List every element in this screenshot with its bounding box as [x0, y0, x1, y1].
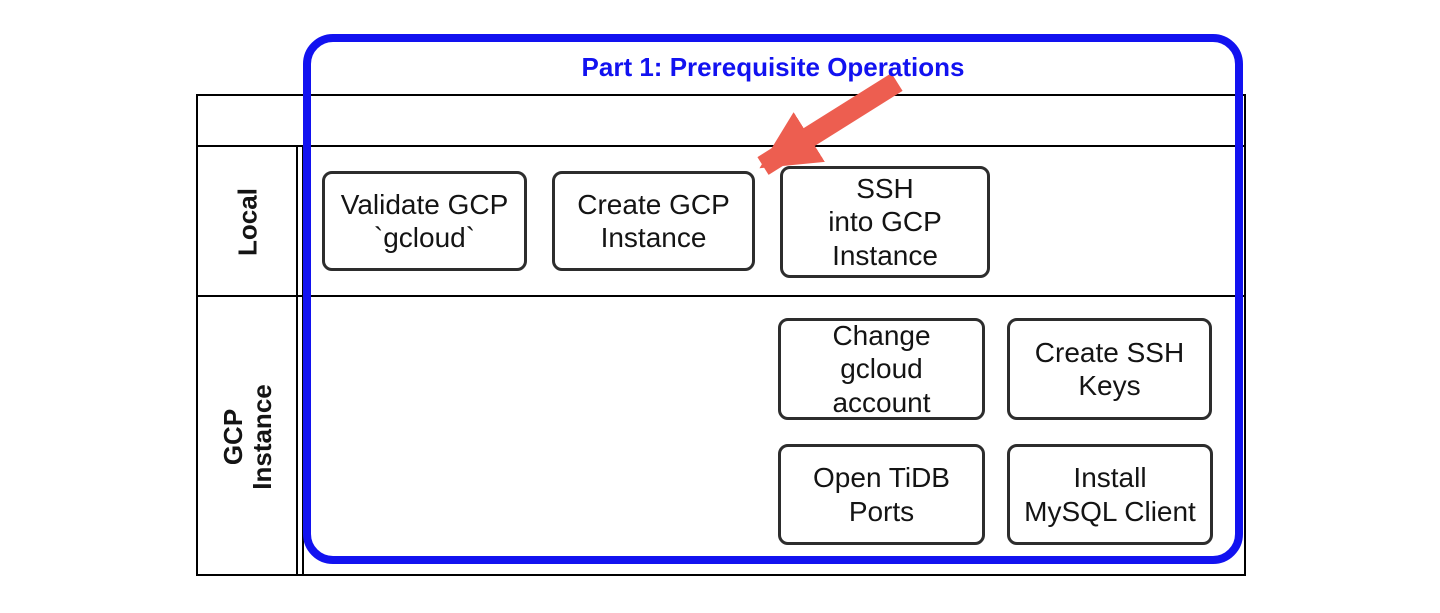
task-node-validate-gcp-gcloud: Validate GCP `gcloud` — [322, 171, 527, 271]
header-row-divider-line — [198, 145, 1244, 147]
lane-label-column-line — [296, 145, 298, 574]
lane-label-local: Local — [232, 188, 263, 256]
task-node-create-ssh-keys: Create SSH Keys — [1007, 318, 1212, 420]
part1-title: Part 1: Prerequisite Operations — [581, 52, 965, 82]
lane-label-gcp-instance: GCP Instance — [217, 384, 277, 490]
lane-divider-line — [198, 295, 1244, 297]
task-node-open-tidb-ports: Open TiDB Ports — [778, 444, 985, 545]
task-node-create-gcp-instance: Create GCP Instance — [552, 171, 755, 271]
task-node-change-gcloud-account: Change gcloud account — [778, 318, 985, 420]
part1-group-outline — [303, 34, 1243, 564]
task-node-install-mysql-client: Install MySQL Client — [1007, 444, 1213, 545]
task-node-ssh-into-gcp-instance: SSH into GCP Instance — [780, 166, 990, 278]
